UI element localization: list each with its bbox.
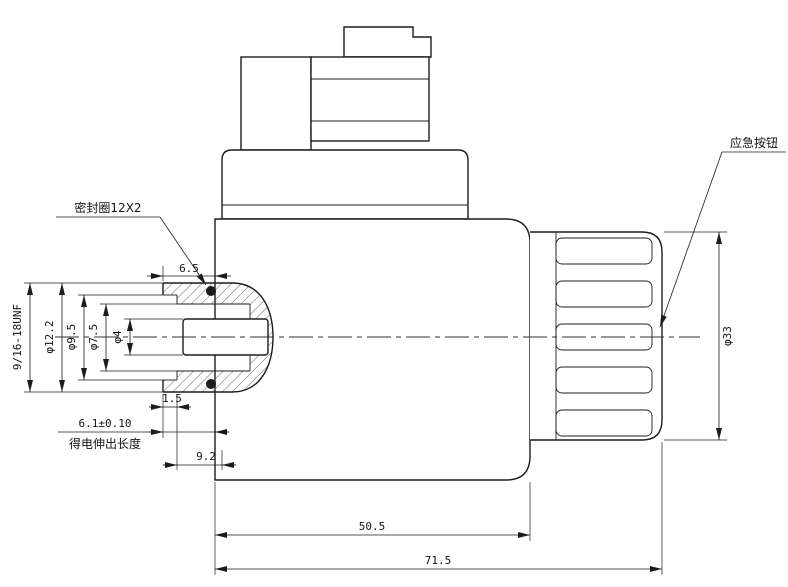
dim-dia-counterbore: φ9.5 — [65, 295, 87, 380]
pin-extension-text: 6.1±0.10 — [79, 417, 132, 430]
left-witness-lines — [24, 282, 183, 393]
stem-offset-text: 9.2 — [196, 450, 216, 463]
counterbore-depth-text: 1.5 — [162, 392, 182, 405]
dia-pin-text: φ4 — [111, 330, 124, 344]
extension-note-text: 得电伸出长度 — [69, 436, 141, 451]
knob-rib — [555, 237, 653, 265]
thread-spec-text: 9/16-18UNF — [11, 304, 24, 370]
dia-bore-text: φ7.5 — [87, 324, 100, 351]
knob-rib — [555, 409, 653, 437]
flange-outline — [221, 149, 469, 220]
dim-body-length: 50.5 — [214, 482, 531, 575]
seal-oring-top — [206, 286, 216, 296]
total-length-text: 71.5 — [425, 554, 452, 567]
cable-gland-cap — [343, 26, 432, 58]
emergency-button-text: 应急按钮 — [730, 135, 778, 150]
dim-stem-length: 6.5 — [147, 262, 231, 281]
dim-thread: 9/16-18UNF — [11, 283, 33, 392]
dim-dia-pin: φ4 — [111, 319, 133, 355]
dim-pin-extension: 6.1±0.10 得电伸出长度 — [58, 417, 229, 451]
seal-ring-text: 密封圈12X2 — [74, 200, 141, 215]
flange — [221, 149, 469, 220]
callout-emergency-button: 应急按钮 — [659, 135, 786, 328]
knob-outline — [530, 231, 663, 441]
knob-rib — [555, 366, 653, 394]
dia-outer-text: φ12.2 — [43, 320, 56, 353]
dim-stem-offset: 9.2 — [163, 450, 236, 470]
connector-housing — [240, 56, 312, 151]
stem-length-text: 6.5 — [179, 262, 199, 275]
seal-oring-bottom — [206, 379, 216, 389]
knob-rib — [555, 280, 653, 308]
dia-counterbore-text: φ9.5 — [65, 324, 78, 351]
callout-seal-ring: 密封圈12X2 — [56, 200, 207, 286]
coil-body — [214, 218, 531, 481]
dim-total-length: 71.5 — [215, 442, 663, 575]
dim-counterbore-depth: 1.5 — [149, 392, 191, 470]
stem-section — [162, 282, 274, 393]
body-length-text: 50.5 — [359, 520, 386, 533]
dim-dia-outer: φ12.2 — [43, 283, 65, 392]
terminal-block — [310, 56, 430, 142]
knob-dia-text: φ33 — [721, 326, 734, 346]
emergency-knob — [530, 231, 663, 441]
dim-dia-bore: φ7.5 — [87, 304, 109, 371]
dim-knob-dia: φ33 — [664, 231, 734, 441]
connector-assembly — [240, 26, 432, 151]
